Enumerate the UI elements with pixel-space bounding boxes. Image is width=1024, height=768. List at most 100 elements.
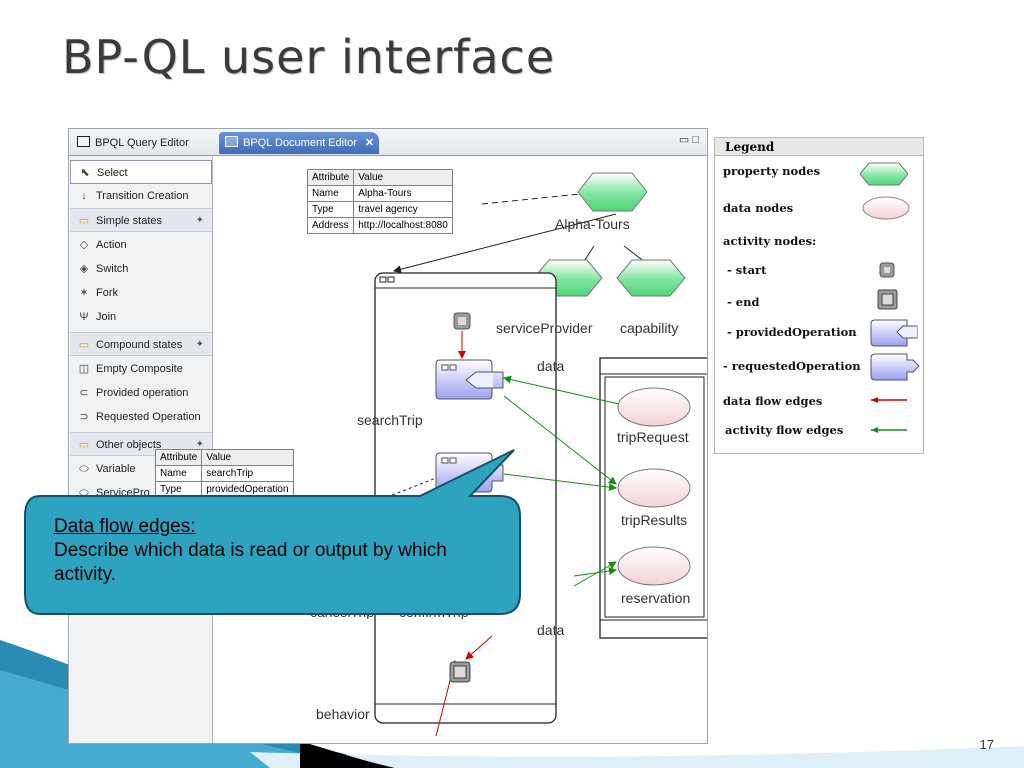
legend-label: - providedOperation xyxy=(727,325,857,339)
palette-action[interactable]: ◇Action xyxy=(70,233,212,257)
palette-folder-simple-states[interactable]: ▭Simple states✦ xyxy=(70,208,212,232)
start-node-symbol-inner xyxy=(884,267,890,273)
palette-variable[interactable]: ⬭Variable xyxy=(70,457,212,481)
green-arrowhead-icon xyxy=(871,427,878,433)
activity-flow-edge xyxy=(503,395,617,485)
legend-label: - requestedOperation xyxy=(723,359,861,373)
page-number: 17 xyxy=(979,737,994,752)
container-label-data: data xyxy=(537,622,565,638)
callout-heading: Data flow edges: xyxy=(54,516,196,537)
palette-requested-operation[interactable]: ⊃Requested Operation xyxy=(70,405,212,429)
operation-port-icon xyxy=(441,457,449,464)
node-label-reservation: reservation xyxy=(621,590,691,606)
fork-icon: ✶ xyxy=(79,287,89,299)
palette-switch[interactable]: ◈Switch xyxy=(70,257,212,281)
end-node-inner xyxy=(453,665,467,679)
operation-port-icon xyxy=(441,364,449,371)
legend-label: activity flow edges xyxy=(725,423,844,437)
data-node-reservation[interactable] xyxy=(617,546,691,586)
close-icon[interactable]: ✕ xyxy=(364,137,375,149)
bpql-editor-window: BPQL Query Editor BPQL Document Editor✕ … xyxy=(68,128,708,744)
palette-folder-other-objects[interactable]: ▭Other objects✦ xyxy=(70,432,212,456)
arrow-down-icon: ↓ xyxy=(81,190,87,202)
composite-icon xyxy=(379,276,387,283)
folder-icon: ▭ xyxy=(78,339,90,351)
pin-icon[interactable]: ✦ xyxy=(195,215,204,226)
legend-title: Legend xyxy=(715,138,923,156)
start-node-inner xyxy=(458,317,466,325)
data-flow-edge xyxy=(465,635,493,660)
slide-title: BP-QL user interface xyxy=(62,30,556,84)
pin-icon[interactable]: ✦ xyxy=(195,339,204,350)
red-arrowhead-icon xyxy=(871,397,878,403)
join-icon: Ψ xyxy=(79,311,89,323)
property-edge xyxy=(393,213,617,274)
minimize-icon[interactable]: ▭ xyxy=(678,134,690,146)
container-label-behavior: behavior xyxy=(316,706,370,722)
switch-icon: ◈ xyxy=(79,263,89,275)
requested-operation-icon: ⊃ xyxy=(79,411,89,423)
palette-provided-operation[interactable]: ⊂Provided operation xyxy=(70,381,212,405)
requested-operation-symbol xyxy=(870,353,920,381)
legend-label: activity nodes: xyxy=(723,234,817,248)
palette-fork[interactable]: ✶Fork xyxy=(70,281,212,305)
palette-select[interactable]: ⬉Select xyxy=(70,160,212,184)
service-icon: ⬭ xyxy=(79,487,89,499)
node-label-alpha-tours: Alpha-Tours xyxy=(555,216,630,232)
legend-label: property nodes xyxy=(723,164,821,178)
cursor-icon: ⬉ xyxy=(80,167,90,179)
property-node-alpha-tours[interactable] xyxy=(577,172,648,212)
table-header-cell: Value xyxy=(353,169,453,186)
editor-icon xyxy=(225,136,238,147)
table-header-cell: Attribute xyxy=(306,169,355,186)
node-label-trip-results: tripResults xyxy=(621,512,688,528)
window-controls: ▭ □ xyxy=(679,133,699,146)
palette-empty-composite[interactable]: ◫Empty Composite xyxy=(70,357,212,381)
node-label-service-provider: serviceProvider xyxy=(496,320,593,336)
operation-port-icon xyxy=(449,364,457,371)
tab-bar: BPQL Query Editor BPQL Document Editor✕ … xyxy=(69,129,707,156)
provided-arrow-icon xyxy=(896,325,917,339)
property-node-symbol xyxy=(859,162,909,186)
legend-panel: Legend property nodes data nodes activit… xyxy=(714,137,924,454)
variable-icon: ⬭ xyxy=(79,463,89,475)
activity-flow-edge xyxy=(503,375,620,405)
provided-arrow-icon xyxy=(465,371,493,389)
legend-label: data flow edges xyxy=(723,394,823,408)
composite-icon: ◫ xyxy=(78,363,90,375)
pin-icon[interactable]: ✦ xyxy=(195,439,204,450)
composite-icon xyxy=(387,276,395,283)
container-label-data: data xyxy=(537,358,565,374)
callout-body: Describe which data is read or output by… xyxy=(54,540,447,585)
table-header-cell: Value xyxy=(201,449,294,466)
tab-label: BPQL Query Editor xyxy=(95,137,189,149)
palette-transition-creation[interactable]: ↓Transition Creation xyxy=(70,184,212,208)
callout: Data flow edges: Describe which data is … xyxy=(54,515,494,587)
operation-port-icon xyxy=(449,457,457,464)
activity-flow-edge xyxy=(503,473,617,492)
property-node-capability[interactable] xyxy=(616,259,686,297)
activity-flow-edge xyxy=(573,567,617,577)
action-icon: ◇ xyxy=(79,239,89,251)
table-header-cell: Attribute xyxy=(154,449,203,466)
data-inner-frame xyxy=(604,376,705,618)
data-node-trip-results[interactable] xyxy=(617,468,691,508)
tab-query-editor[interactable]: BPQL Query Editor xyxy=(71,132,221,154)
end-node-symbol-inner xyxy=(881,293,894,306)
activity-flow-edge xyxy=(573,561,617,587)
palette-folder-compound-states[interactable]: ▭Compound states✦ xyxy=(70,332,212,356)
data-node-symbol xyxy=(862,196,910,220)
legend-label: - end xyxy=(727,295,760,309)
node-label-search-trip: searchTrip xyxy=(357,412,423,428)
tab-document-editor[interactable]: BPQL Document Editor ✕ xyxy=(219,132,379,154)
legend-label: - start xyxy=(727,263,767,277)
data-node-trip-request[interactable] xyxy=(617,387,691,427)
maximize-icon[interactable]: □ xyxy=(692,134,699,146)
tab-label: BPQL Document Editor xyxy=(243,137,357,149)
